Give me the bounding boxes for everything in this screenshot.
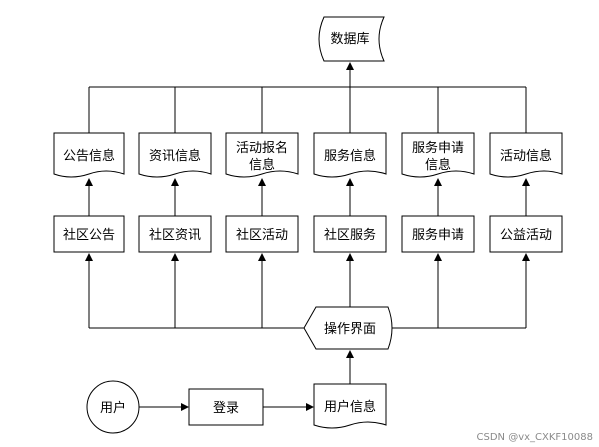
module-community-announcement: 社区公告: [53, 215, 125, 253]
document-label: 资讯信息: [149, 148, 201, 164]
arrowhead: [346, 253, 354, 261]
document-service-request-info: 服务申请 信息: [401, 132, 475, 178]
document-label: 公告信息: [63, 148, 115, 164]
arrowhead: [522, 253, 530, 261]
watermark-text: CSDN @vx_CXKF10088: [476, 432, 593, 443]
module-label: 社区活动: [236, 227, 288, 243]
arrowhead: [346, 178, 354, 186]
module-label: 社区资讯: [149, 227, 201, 243]
database-arrowhead: [346, 62, 354, 70]
document-label: 服务信息: [324, 148, 376, 164]
login-arrowhead: [181, 403, 189, 411]
arrowhead: [85, 253, 93, 261]
document-activity-signup-info: 活动报名 信息: [225, 132, 299, 178]
arrowhead: [258, 253, 266, 261]
user-info-label: 用户信息: [324, 399, 376, 415]
interface-arrowhead: [346, 350, 354, 358]
module-public-welfare-activity: 公益活动: [489, 215, 563, 253]
module-service-request: 服务申请: [401, 215, 475, 253]
document-label-line-2: 信息: [249, 157, 275, 173]
login-label: 登录: [213, 401, 239, 416]
login-node: 登录: [188, 388, 264, 426]
user-node: 用户: [86, 380, 140, 434]
document-label-line-1: 活动报名: [236, 140, 288, 156]
module-label: 服务申请: [412, 227, 464, 243]
document-announcement-info: 公告信息: [53, 132, 125, 178]
module-community-activity: 社区活动: [225, 215, 299, 253]
database-label: 数据库: [330, 31, 369, 47]
document-label-line-1: 服务申请: [412, 140, 464, 156]
module-community-service: 社区服务: [313, 215, 387, 253]
document-label-line-2: 信息: [425, 157, 451, 173]
interface-to-module-connectors: [85, 253, 530, 328]
module-community-news: 社区资讯: [138, 215, 212, 253]
document-news-info: 资讯信息: [138, 132, 212, 178]
arrowhead: [434, 178, 442, 186]
arrowhead: [85, 178, 93, 186]
arrowhead: [258, 178, 266, 186]
operation-interface-label: 操作界面: [324, 321, 376, 337]
user-label: 用户: [100, 400, 126, 416]
arrowhead: [434, 253, 442, 261]
database-node: 数据库: [318, 16, 385, 62]
document-activity-info: 活动信息: [489, 132, 563, 178]
document-label: 活动信息: [500, 148, 552, 164]
arrowhead: [522, 178, 530, 186]
user-info-document: 用户信息: [313, 383, 387, 429]
operation-interface-node: 操作界面: [303, 306, 393, 350]
module-to-document-connectors: [85, 178, 530, 216]
userinfo-arrowhead: [306, 403, 314, 411]
arrowhead: [171, 178, 179, 186]
module-label: 公益活动: [500, 228, 552, 243]
module-label: 社区服务: [324, 227, 376, 243]
arrowhead: [171, 253, 179, 261]
module-label: 社区公告: [63, 227, 115, 243]
document-service-info: 服务信息: [313, 132, 387, 178]
